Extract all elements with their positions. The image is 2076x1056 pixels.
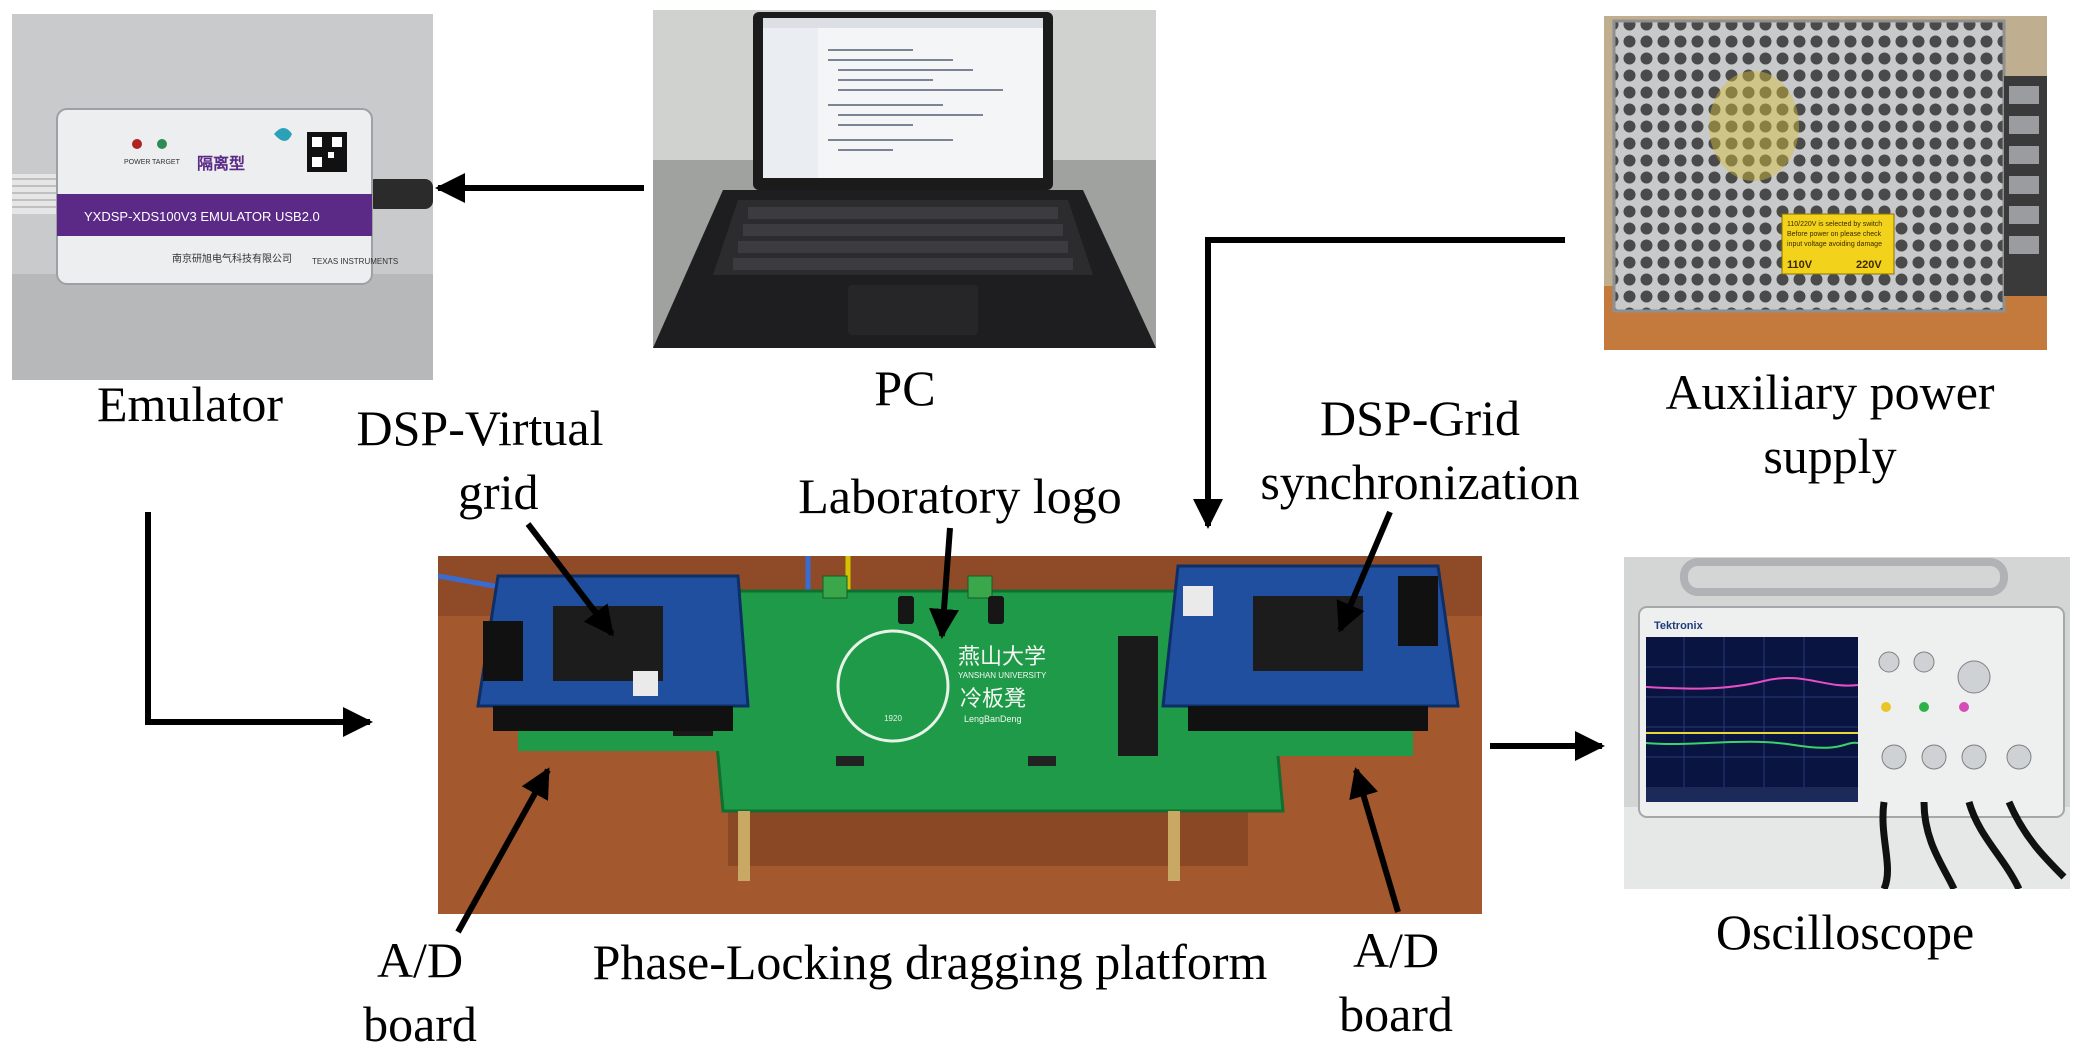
svg-text:Before power on please check: Before power on please check: [1787, 231, 1882, 238]
svg-text:input voltage avoiding damage: input voltage avoiding damage: [1787, 241, 1882, 248]
label-auxiliary-power-line2: supply: [1763, 428, 1897, 484]
power-supply-illustration: 110/220V is selected by switch Before po…: [1604, 16, 2047, 350]
power-supply-photo: 110/220V is selected by switch Before po…: [1604, 16, 2047, 350]
emulator-illustration: YXDSP-XDS100V3 EMULATOR USB2.0 POWER TAR…: [12, 14, 433, 380]
label-dsp-virtual-line1: DSP-Virtual: [356, 400, 604, 456]
emulator-photo: YXDSP-XDS100V3 EMULATOR USB2.0 POWER TAR…: [12, 14, 433, 380]
svg-text:POWER: POWER: [124, 159, 150, 166]
label-ad-left-line1: A/D: [376, 932, 464, 988]
label-auxiliary-power-supply: Auxiliary power supply: [1610, 360, 2050, 488]
label-ad-board-left: A/D board: [320, 928, 520, 1056]
label-ad-right-line2: board: [1339, 986, 1453, 1042]
svg-text:Tektronix: Tektronix: [1654, 620, 1704, 632]
svg-text:隔离型: 隔离型: [197, 154, 245, 173]
label-emulator: Emulator: [96, 376, 284, 432]
platform-photo: 1920 燕山大学 YANSHAN UNIVERSITY 冷板凳 LengBan…: [438, 556, 1482, 914]
svg-text:TEXAS INSTRUMENTS: TEXAS INSTRUMENTS: [312, 257, 398, 266]
laptop-illustration: [653, 10, 1156, 348]
svg-text:YANSHAN UNIVERSITY: YANSHAN UNIVERSITY: [958, 671, 1047, 680]
label-platform: Phase-Locking dragging platform: [592, 934, 1268, 990]
label-ad-left-line2: board: [363, 996, 477, 1052]
svg-text:南京研旭电气科技有限公司: 南京研旭电气科技有限公司: [172, 252, 292, 265]
svg-text:1920: 1920: [884, 714, 902, 723]
label-laboratory-logo: Laboratory logo: [798, 468, 1122, 524]
svg-text:110/220V is selected by switch: 110/220V is selected by switch: [1787, 221, 1882, 228]
label-dsp-grid-line1: DSP-Grid: [1319, 390, 1521, 446]
label-pc: PC: [874, 360, 936, 416]
svg-text:LengBanDeng: LengBanDeng: [964, 714, 1022, 724]
svg-text:220V: 220V: [1856, 259, 1882, 271]
svg-text:冷板凳: 冷板凳: [960, 687, 1026, 712]
platform-illustration: 1920 燕山大学 YANSHAN UNIVERSITY 冷板凳 LengBan…: [438, 556, 1482, 914]
label-ad-board-right: A/D board: [1296, 918, 1496, 1046]
svg-text:TARGET: TARGET: [152, 159, 181, 166]
svg-text:燕山大学: 燕山大学: [958, 645, 1046, 670]
oscilloscope-photo: Tektronix: [1624, 557, 2070, 889]
arrow-emulator-to-platform: [145, 512, 373, 737]
oscilloscope-illustration: Tektronix: [1624, 557, 2070, 889]
label-dsp-virtual-line2: grid: [458, 464, 539, 520]
pc-photo: [653, 10, 1156, 348]
label-dsp-grid-synchronization: DSP-Grid synchronization: [1230, 386, 1610, 514]
label-dsp-virtual-grid: DSP-Virtual grid: [330, 396, 630, 524]
label-dsp-grid-line2: synchronization: [1260, 454, 1580, 510]
label-auxiliary-power-line1: Auxiliary power: [1665, 364, 1995, 420]
emulator-model-text: YXDSP-XDS100V3 EMULATOR USB2.0: [84, 209, 320, 224]
label-oscilloscope: Oscilloscope: [1715, 904, 1975, 960]
label-ad-right-line1: A/D: [1352, 922, 1440, 978]
svg-text:110V: 110V: [1787, 259, 1813, 271]
